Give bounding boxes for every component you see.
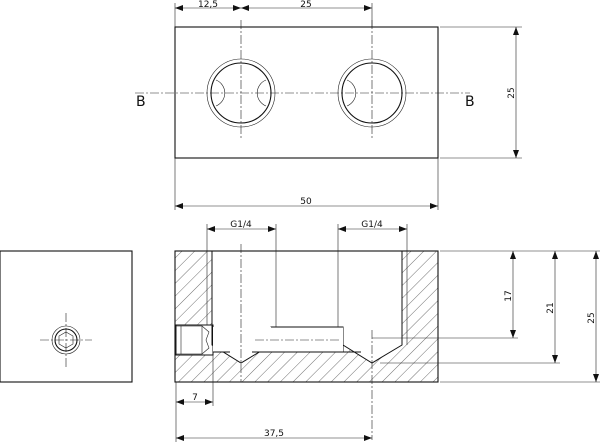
top-view: B B 12,5 25 25 50 — [135, 0, 522, 210]
section-label-right: B — [465, 94, 475, 110]
port-hole-left — [206, 20, 276, 138]
port-hole-right — [337, 20, 407, 138]
dim-offset-label: 12,5 — [198, 0, 218, 10]
dim-hole-pos-label: 37,5 — [264, 429, 284, 439]
dim-side-port-label: 7 — [192, 393, 198, 403]
dim-height-label: 25 — [507, 87, 517, 98]
hex-socket-icon — [58, 331, 74, 349]
side-plug — [175, 325, 210, 355]
dim-depth-21-label: 21 — [546, 302, 556, 313]
side-view-outline — [0, 250, 133, 383]
side-view — [0, 250, 133, 383]
dim-thread-left-label: G1/4 — [230, 220, 252, 230]
section-view-outline — [174, 250, 439, 383]
dim-height-25-label: 25 — [587, 312, 597, 323]
plug-outer-icon — [51, 325, 81, 355]
dim-thread-right-label: G1/4 — [361, 220, 383, 230]
section-view: G1/4 G1/4 17 21 25 7 37,5 — [174, 220, 600, 442]
section-label-left: B — [136, 94, 146, 110]
dim-pitch-label: 25 — [300, 0, 311, 10]
dim-depth-17-label: 17 — [504, 290, 514, 301]
dim-length-label: 50 — [300, 197, 312, 207]
top-view-outline — [174, 26, 439, 159]
